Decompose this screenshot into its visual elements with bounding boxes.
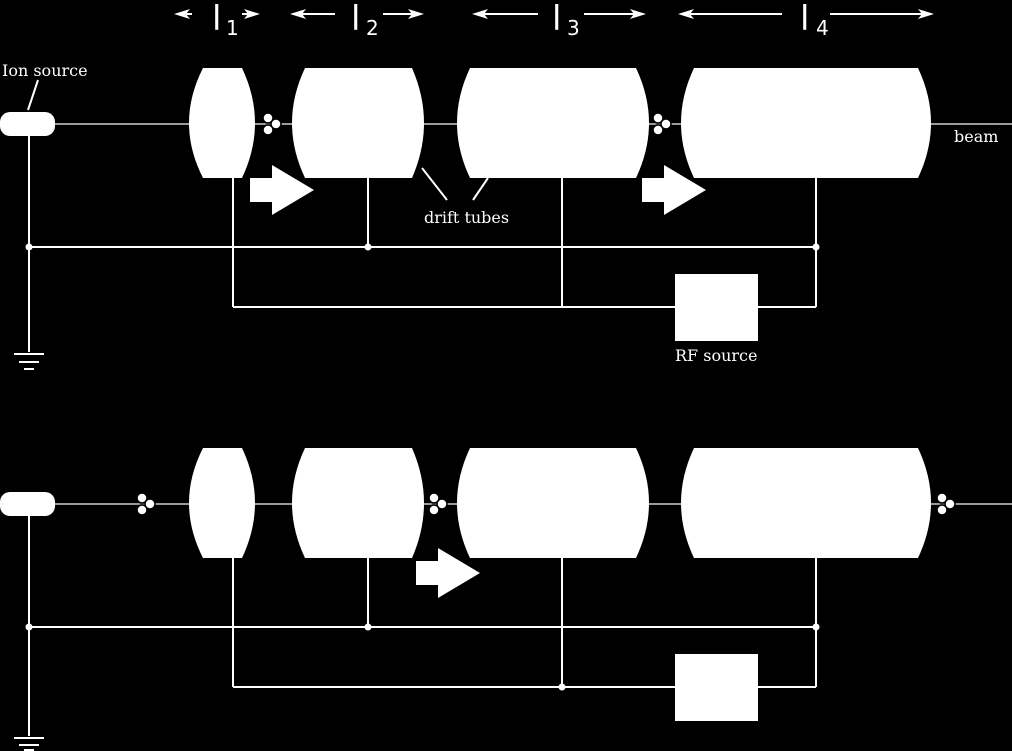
rf-source [675, 274, 758, 341]
drift-tube-2 [292, 68, 424, 178]
length-label-2-main: l [351, 0, 360, 39]
particle-cluster-icon [652, 112, 672, 136]
drift-tubes-label: drift tubes [424, 208, 509, 227]
circuit-junctions [25, 623, 820, 691]
ion-source-label: Ion source [2, 61, 88, 80]
length-indicator-3: l 3 [472, 0, 646, 40]
field-arrow-icon [642, 165, 706, 215]
circuit-wiring [28, 516, 817, 736]
ion-source [0, 492, 55, 516]
length-label-3-sub: 3 [567, 16, 580, 40]
length-label-4-main: l [800, 0, 809, 39]
length-label-4-sub: 4 [816, 16, 829, 40]
length-label-3-main: l [552, 0, 561, 39]
drift-tube-3 [457, 448, 649, 558]
drift-tube-3 [457, 68, 649, 178]
drift-tube-4 [681, 68, 931, 178]
ion-source-pointer [27, 79, 39, 111]
ground-symbol-icon [14, 737, 44, 751]
length-indicator-1: l 1 [174, 0, 260, 40]
rf-source-label: RF source [675, 346, 757, 365]
field-arrow-icon [416, 548, 480, 598]
drift-tube-1 [189, 448, 255, 558]
bottom-accelerator-panel [0, 448, 1012, 751]
length-indicators: l 1 l 2 l 3 l 4 [174, 0, 934, 40]
ion-source [0, 112, 55, 136]
particle-cluster-icon [136, 492, 156, 516]
drift-tubes [189, 448, 931, 558]
drift-tube-2 [292, 448, 424, 558]
circuit-junctions [25, 243, 820, 251]
length-label-2-sub: 2 [366, 16, 379, 40]
drift-tubes-pointer [472, 177, 489, 201]
drift-tubes-pointer [421, 167, 448, 201]
length-indicator-4: l 4 [678, 0, 934, 40]
rf-source [675, 654, 758, 721]
top-accelerator-panel: Ion source drift tubes beam [0, 61, 1012, 370]
length-indicator-2: l 2 [290, 0, 424, 40]
length-label-1-sub: 1 [226, 16, 239, 40]
circuit-wiring [28, 136, 817, 352]
particle-cluster-icon [428, 492, 448, 516]
field-arrow-icon [250, 165, 314, 215]
beam-label: beam [954, 127, 998, 146]
particle-cluster-icon [262, 112, 282, 136]
ground-symbol-icon [14, 353, 44, 370]
drift-tubes [189, 68, 931, 178]
drift-tube-1 [189, 68, 255, 178]
particle-cluster-icon [936, 492, 956, 516]
length-label-1-main: l [212, 0, 221, 39]
drift-tube-4 [681, 448, 931, 558]
